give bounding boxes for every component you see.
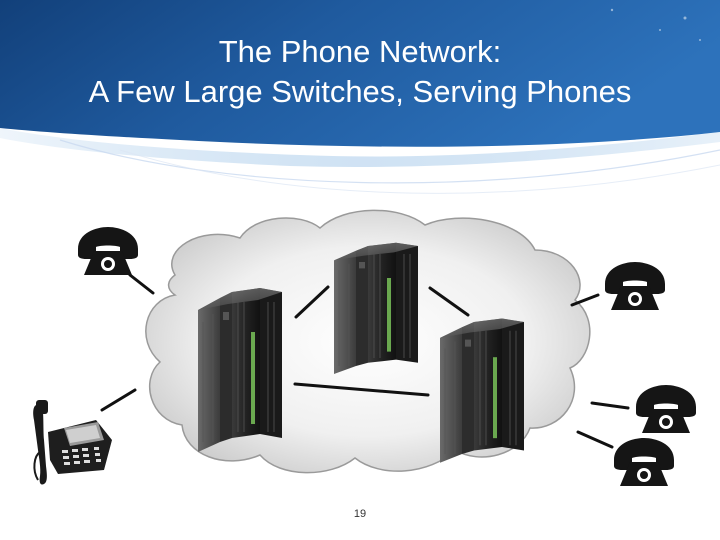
server-switch-icon [440, 318, 524, 462]
link-deskphone-switch [102, 390, 135, 410]
link-switch3-phone-lowright1 [592, 403, 628, 408]
link-phone-topleft-switch [130, 275, 153, 293]
rotary-phone-icon [605, 262, 665, 310]
server-switch-icon [198, 288, 282, 452]
link-switch3-phone-lowright2 [578, 432, 612, 447]
server-switch-icon [334, 243, 418, 374]
rotary-phone-icon [614, 438, 674, 486]
page-number: 19 [342, 508, 378, 520]
rotary-phone-icon [636, 385, 696, 433]
desk-phone-icon [33, 400, 112, 485]
rotary-phone-icon [78, 227, 138, 275]
